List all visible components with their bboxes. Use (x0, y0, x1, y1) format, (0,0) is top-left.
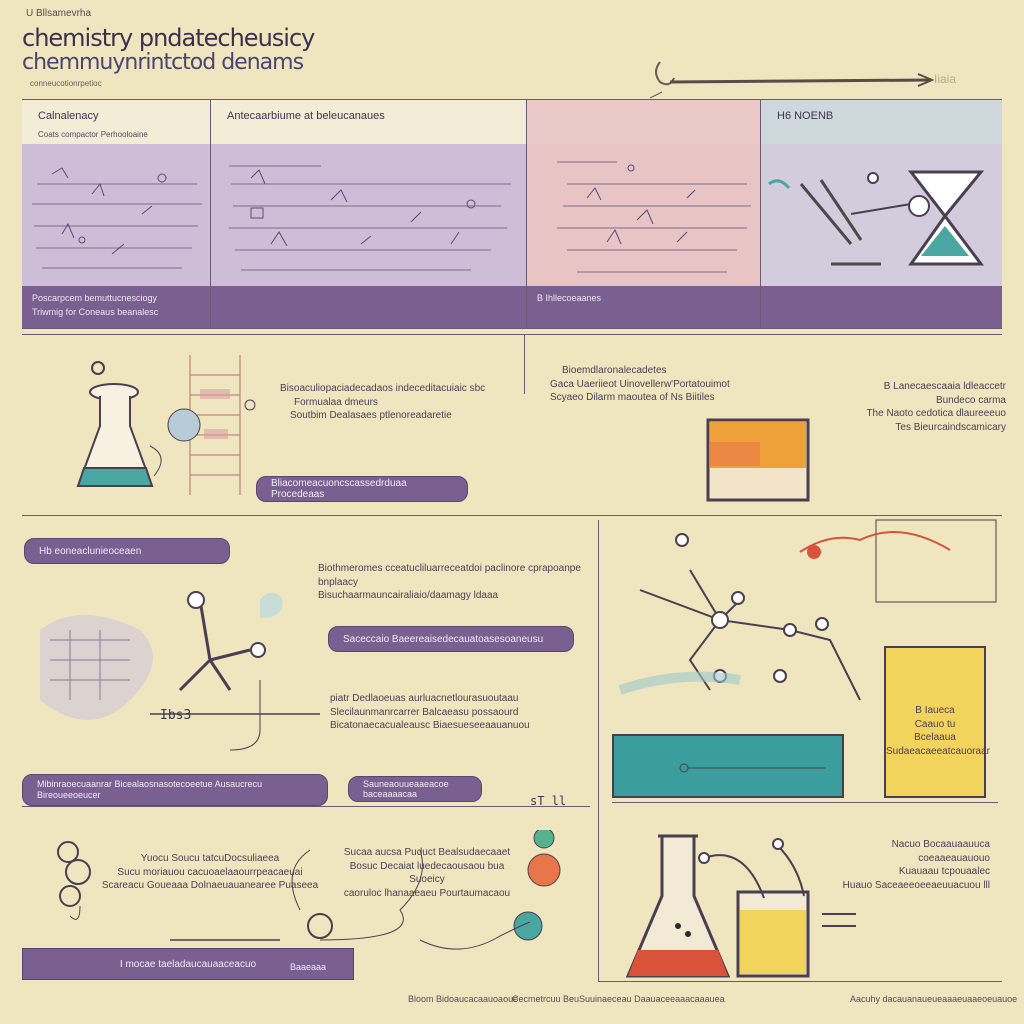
lower-left-mid-text: piatr Dedlaoeuas aurluacnetlourasuoutaau… (330, 692, 580, 733)
lower-right-side-text: Nacuo Bocaauaauuca coeaaeauauouo Kuauaau… (830, 838, 990, 892)
middle-left-pill: Bliacomeacuoncscassedrduaa Procedeaas (256, 476, 468, 502)
yellow-box-line-4: Sudaeacaeeatcauoraar (886, 745, 990, 757)
middle-left-text-line-2: Formualaa dmeurs (294, 396, 378, 408)
lower-left-pill-2: Saceccaio Baeereaisedecauatoasesoaneusu (328, 626, 574, 652)
lower-left-label-k: Ibs3 (160, 708, 192, 723)
middle-left-text-line-3: Soutbim Dealasaes ptlenoreadaretie (290, 410, 452, 421)
lower-left-text-block-b-line-1: Sucaa aucsa Puduct Bealsudaecaaet (343, 847, 511, 858)
footer-left-text: Bloom Bidoaucacaauoaoue (408, 994, 519, 1004)
top-panel-2-footer (211, 286, 526, 328)
chain-molecule-illustration (57, 830, 561, 950)
lower-left-side-text-line-1: Biothmeromes cceatucliluarreceatdoi pacl… (318, 563, 581, 588)
lower-left-text-block-b: Sucaa aucsa Puduct Bealsudaecaaet Bosuc … (342, 846, 512, 900)
molecular-scaffold-illustration (167, 355, 256, 495)
lower-left-text-block-b-line-3: caoruloc lhanaaeaeu Pourtaumacaou (343, 887, 511, 899)
middle-right-text-line-1: B Lanecaescaaia ldleaccetr (883, 381, 1006, 392)
top-panel-3: B Ihllecoeaanes (526, 100, 760, 328)
yellow-box-line-2: Caauo tu (914, 718, 956, 730)
top-panel-1-body (22, 144, 210, 286)
hourglass-apparatus-illustration (768, 170, 985, 266)
lower-right-frame (598, 520, 1002, 982)
footer-mid-text: Cecmetrcuu BeuSuuinaeceau Daauaceeaaacaa… (512, 994, 725, 1004)
top-panel-4: H6 NOENB (760, 100, 1002, 328)
top-panel-4-footer (761, 286, 1002, 328)
middle-center-text-line-3: Scyaeo Dilarm maoutea of Ns Biitiles (550, 392, 715, 403)
top-panel-3-footer-line-1: B Ihllecoeaanes (537, 293, 602, 303)
lower-left-side-text: Biothmeromes cceatucliluarreceatdoi pacl… (318, 562, 588, 603)
lower-right-side-text-line-3: Huauo Saceaeeoeeaeuuacuou lll (842, 879, 990, 891)
lower-left-text-block-a-line-1: Yuocu Soucu tatcuDocsuliaeea (140, 853, 280, 864)
middle-center-text-line-2: Gaca Uaeriieot Uinovellerw'Portatouimot (550, 378, 730, 390)
lower-left-pill-4: Sauneaouueaaeacoe baceaaaacaa (348, 776, 482, 802)
page-title-line-1: chemistry pndatecheusicy (22, 24, 315, 52)
lower-left-text-block-a-line-2: Sucu moriauou cacuoaelaaourrpeacaeuai (117, 866, 303, 878)
teal-reservoir-bar (612, 734, 844, 798)
top-panel-1-footer-line-2: Triwmig for Coneaus beanalesc (32, 306, 159, 317)
conical-flask-teal-illustration (76, 361, 162, 487)
lower-left-mid-text-line-1: piatr Dedlaoeuas aurluacnetlourasuoutaau (330, 693, 519, 704)
top-panel-4-title: H6 NOENB (777, 110, 834, 122)
lower-left-pill-1: Hb eoneaclunieoceaen (24, 538, 230, 564)
middle-center-text: Bioemdlaronalecadetes Gaca Uaeriieot Uin… (550, 364, 780, 405)
lower-left-footer-pill: I mocae taeladaucauaaceacuo (22, 948, 354, 980)
formula-sketch-3 (557, 161, 751, 273)
middle-center-text-line-1: Bioemdlaronalecadetes (562, 365, 667, 376)
lower-left-text-block-b-line-2: Bosuc Decaiat luedecaousaou bua Suoeicy (349, 860, 505, 886)
lower-left-pill-3: Mibinraoecuaanrar Bicealaosnasotecoeetue… (22, 774, 328, 806)
lower-left-footer-mini: Baaeaaa (290, 962, 327, 972)
lower-left-fig-label: sT ll (530, 794, 567, 808)
top-panel-1-footer-line-1: Poscarpcem bemuttucnesciogy (32, 293, 158, 303)
header-arrow-icon (649, 61, 935, 99)
header-tag: U Bllsamevrha (26, 8, 92, 19)
middle-left-text-line-1: Bisoaculiopaciadecadaos indeceditacuiaic… (280, 383, 486, 394)
page-title-line-2: chemmuynrintctod denams (22, 50, 304, 75)
footer-right-text: Aacuhy dacauanaueueaaaeuaaeoeuauoe (850, 994, 1018, 1004)
middle-right-text-line-3: The Naoto cedotica dlaureeeuo (866, 408, 1006, 419)
lower-right-side-text-line-1: Nacuo Bocaauaauuca coeaaeauauouo (891, 839, 990, 864)
top-panel-1: Calnalenacy Coats compactor Perhooloaine… (22, 100, 210, 328)
middle-right-text-line-4: Tes Bieurcaindscamicary (895, 421, 1006, 433)
top-panel-2: Antecaarbiume at beleucanaues (210, 100, 526, 328)
corner-tag: Iiaia (934, 72, 957, 86)
middle-left-text: Bisoaculiopaciadecadaos indeceditacuiaic… (280, 382, 520, 423)
molecule-network-illustration (40, 591, 320, 751)
lower-left-mid-text-line-3: Bicatonaecacualeausc Biaesueseeaauanuou (330, 720, 530, 731)
formula-sketch-1 (32, 167, 202, 269)
lower-right-divider (612, 802, 998, 803)
lower-left-mid-text-line-2: Slecilaunmanrcarrer Balcaeasu possaourd (330, 706, 519, 718)
molecular-network-right-illustration (618, 519, 997, 701)
middle-band-frame (22, 334, 1002, 516)
middle-divider (524, 334, 525, 394)
yellow-box-line-3: Bcelaaua (914, 732, 956, 743)
lower-left-text-block-a: Yuocu Soucu tatcuDocsuliaeea Sucu moriau… (100, 852, 320, 893)
lower-right-side-text-line-2: Kuauaau tcpouaalec (898, 866, 990, 877)
title-caption: conneucotionrpetioc (30, 79, 102, 88)
lower-left-side-text-line-2: Bisuchaarmauncairaliaio/daamagy ldaaa (318, 590, 499, 601)
middle-right-text: B Lanecaescaaia ldleaccetr Bundeco carma… (836, 380, 1006, 434)
lower-left-text-block-a-line-3: Scareacu Goueaaa Dolnaeuauanearee Puasee… (101, 880, 319, 891)
top-panel-1-title: Calnalenacy (38, 110, 99, 122)
top-panel-1-subtitle: Coats compactor Perhooloaine (38, 130, 148, 139)
top-panel-2-title: Antecaarbiume at beleucanaues (227, 110, 385, 122)
yellow-info-box: B Iaueca Caauo tu Bcelaaua Sudaeacaeeatc… (884, 646, 990, 798)
formula-sketch-2 (229, 165, 511, 271)
lower-left-frame (22, 806, 590, 982)
teal-reservoir-line-icon (679, 763, 826, 773)
middle-right-text-line-2: Bundeco carma (935, 394, 1006, 406)
top-panel-3-footer: B Ihllecoeaanes (527, 286, 760, 328)
yellow-box-line-1: B Iaueca (915, 705, 955, 716)
flask-and-beaker-illustration (625, 834, 856, 978)
top-panel-2-body (211, 144, 526, 286)
beaker-orange-illustration (706, 418, 810, 502)
top-panel-4-body (761, 144, 1002, 286)
top-panel-3-body (527, 144, 760, 286)
top-panel-1-footer: Poscarpcem bemuttucnesciogy Triwmig for … (22, 286, 210, 328)
